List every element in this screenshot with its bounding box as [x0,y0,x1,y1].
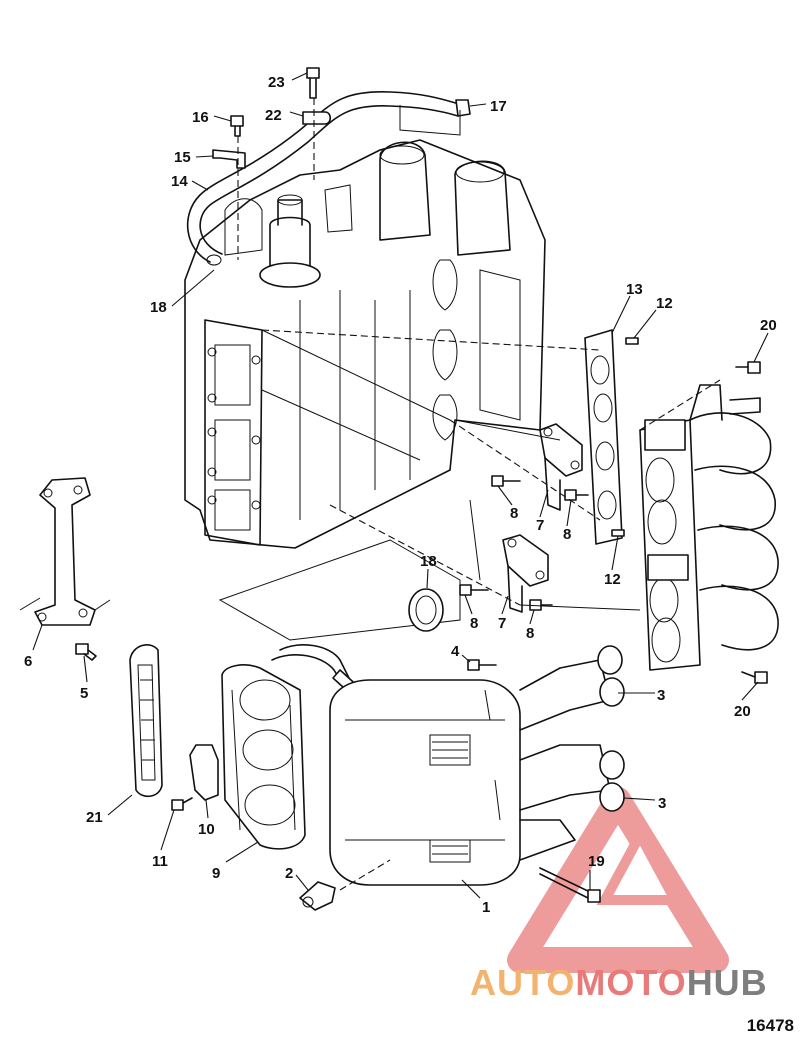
callout-20-bottom: 20 [734,703,751,720]
callout-18-top: 18 [150,299,167,316]
callout-8-a: 8 [510,505,518,522]
callout-16: 16 [192,109,209,126]
bolt [539,867,601,903]
callout-1: 1 [482,899,490,916]
callout-9: 9 [212,865,220,882]
intake-gasket [584,329,623,545]
callout-labels: 23 22 17 16 15 14 18 13 12 20 8 7 8 12 1… [24,74,777,916]
bolt [491,475,521,487]
dowel-pin [625,337,639,345]
vent-hose [279,644,351,681]
fuel-hose [186,91,463,266]
watermark-part-hub: HUB [686,962,768,1003]
watermark-part-moto: MOTO [575,962,687,1003]
watermark-part-auto: AUTO [470,962,576,1003]
bolt [529,599,553,611]
callout-21: 21 [86,809,103,826]
callout-10: 10 [198,821,215,838]
intake-plenum [329,659,611,886]
bolt [230,115,244,137]
callout-7-a: 7 [536,517,544,534]
callout-8-b: 8 [563,526,571,543]
mounting-bracket [19,477,111,626]
callout-2: 2 [285,865,293,882]
callout-8-c: 8 [470,615,478,632]
callout-8-d: 8 [526,625,534,642]
leader-lines [32,72,769,899]
air-silencer [221,664,306,850]
bolt [735,361,761,374]
diagram-reference-number: 16478 [746,1016,794,1035]
callout-20-top: 20 [760,317,777,334]
hose-clamp [302,111,332,125]
callout-5: 5 [80,685,88,702]
air-filter-screen [129,644,163,798]
runner-gasket [597,645,625,812]
engine-block [184,139,546,549]
bracket [502,534,549,613]
callout-7-b: 7 [498,615,506,632]
callout-6: 6 [24,653,32,670]
bolt [459,584,489,596]
callout-19: 19 [588,853,605,870]
bolt [467,659,497,671]
callout-13: 13 [626,281,643,298]
callout-23: 23 [268,74,285,91]
callout-12-bottom: 12 [604,571,621,588]
hose-clamp [408,588,444,632]
callout-15: 15 [174,149,191,166]
bolt [564,489,589,501]
sensor [299,881,336,911]
callout-4: 4 [451,643,460,660]
bolt [741,671,768,684]
callout-3-top: 3 [657,687,665,704]
intake-manifold [639,384,779,671]
callout-3-bottom: 3 [658,795,666,812]
callout-18-bottom: 18 [420,553,437,570]
callout-17: 17 [490,98,507,115]
bolt [75,643,97,661]
watermark-text: AUTOMOTOHUB [470,962,768,1004]
hose-clamp [455,99,471,117]
bolt [306,67,320,99]
dowel-pin [611,529,625,537]
watermark-logo [507,787,729,973]
hose-clip [212,149,246,169]
callout-14: 14 [171,173,188,190]
bolt [171,797,193,811]
callout-11: 11 [152,853,168,870]
silencer-bracket [189,744,219,801]
callout-12-top: 12 [656,295,673,312]
bracket [539,423,583,511]
callout-22: 22 [265,107,282,124]
